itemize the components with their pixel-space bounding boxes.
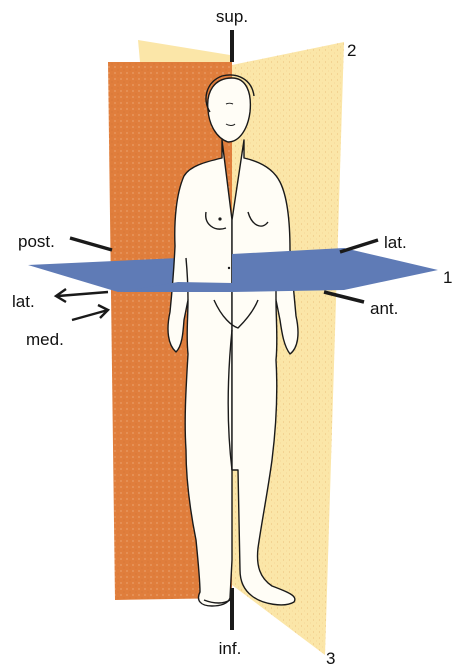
plane-number-transverse: 1: [443, 268, 452, 287]
inferior-label: inf.: [219, 639, 242, 658]
anterior-label: ant.: [370, 299, 398, 318]
plane-number-sagittal: 3: [326, 649, 335, 666]
lateral-right-label: lat.: [384, 233, 407, 252]
lateral-left-arrow: [56, 289, 108, 302]
lateral-right-pointer: [340, 240, 378, 252]
posterior-label: post.: [18, 232, 55, 251]
medial-label: med.: [26, 330, 64, 349]
plane-number-frontal: 2: [347, 41, 356, 60]
posterior-pointer: [70, 238, 112, 250]
lateral-left-label: lat.: [12, 292, 35, 311]
medial-arrow: [72, 305, 108, 320]
superior-label: sup.: [216, 7, 248, 26]
